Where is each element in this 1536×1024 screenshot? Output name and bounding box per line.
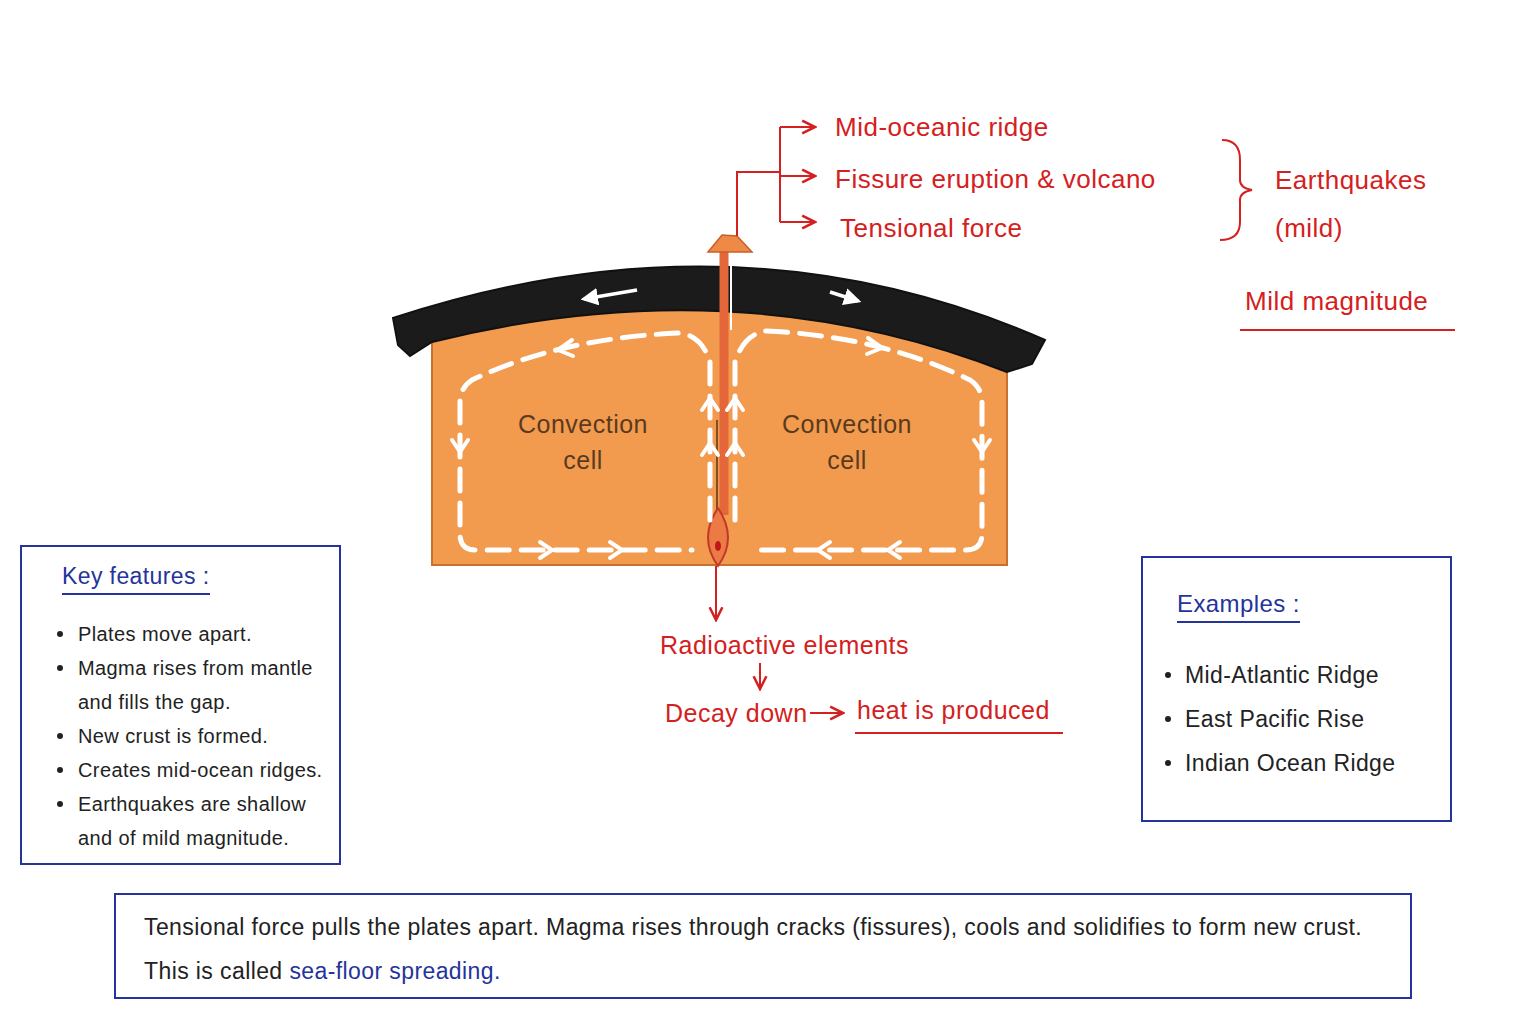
underline (1240, 329, 1455, 331)
flow-chevron (867, 338, 882, 354)
flow-arrow (810, 712, 843, 714)
cell-label: Convection cell (772, 406, 922, 478)
heading-row: Examples : (1177, 588, 1450, 623)
bullet-row: Plates move apart. (22, 617, 339, 651)
leader-arrow (780, 126, 815, 128)
summary-text: Tensional force pulls the plates apart. … (116, 895, 1410, 993)
heat-source-dot (715, 541, 721, 551)
bullet-text: Plates move apart. (78, 623, 252, 645)
key-term: sea-floor spreading. (289, 958, 500, 984)
leader-line (779, 127, 781, 222)
plate-motion-arrow (830, 292, 858, 301)
flow-chevron (727, 398, 743, 410)
heading-row: Key features : (62, 561, 339, 595)
bullet-dot (1165, 760, 1171, 766)
flow-chevron (558, 340, 573, 356)
bullet-text: Creates mid-ocean ridges. (78, 759, 323, 781)
magma-conduit (720, 240, 729, 515)
leader-arrow (780, 175, 815, 177)
rift-gap (730, 255, 732, 330)
bullet-text: East Pacific Rise (1185, 706, 1364, 732)
bullet-dot (57, 631, 63, 637)
bullet-row: Earthquakes are shallow and of mild magn… (22, 787, 339, 855)
bullet-row: Indian Ocean Ridge (1143, 741, 1450, 785)
bullet-text: Earthquakes are shallow and of mild magn… (78, 793, 306, 849)
flow-chevron (888, 542, 900, 558)
bullet-row: New crust is formed. (22, 719, 339, 753)
plate-motion-arrow (584, 290, 637, 299)
bullet-dot (57, 767, 63, 773)
flow-chevron (727, 443, 743, 455)
flow-chevron (452, 440, 468, 452)
bullet-text: Indian Ocean Ridge (1185, 750, 1396, 776)
bullet-text: New crust is formed. (78, 725, 268, 747)
annotation-text: Tensional force (840, 211, 1140, 245)
flow-chevron (818, 542, 830, 558)
bullet-row: Mid-Atlantic Ridge (1143, 653, 1450, 697)
annotation-text: Mild magnitude (1245, 284, 1485, 318)
flow-arrow (759, 663, 761, 689)
box-heading: Examples : (1177, 588, 1300, 623)
bullet-row: East Pacific Rise (1143, 697, 1450, 741)
box-heading: Key features : (62, 561, 210, 595)
bullet-dot (57, 733, 63, 739)
bullet-text: Magma rises from mantle and fills the ga… (78, 657, 313, 713)
annotation-text: heat is produced (857, 694, 1087, 726)
oceanic-crust (393, 267, 1045, 372)
curly-brace (1220, 140, 1252, 240)
annotation-text: Mid-oceanic ridge (835, 110, 1195, 144)
flow-chevron (974, 440, 990, 452)
leader-line (737, 172, 780, 236)
bullet-text: Mid-Atlantic Ridge (1185, 662, 1379, 688)
flow-chevron (702, 443, 718, 455)
bullet-row: Magma rises from mantle and fills the ga… (22, 651, 339, 719)
flow-chevron (610, 542, 622, 558)
flow-chevrons (452, 338, 990, 558)
annotation-text: Fissure eruption & volcano (835, 162, 1215, 196)
crack-line (716, 420, 718, 510)
key-features-box: Key features : Plates move apart. Magma ri… (20, 545, 341, 865)
examples-box: Examples : Mid-Atlantic RidgeEast Pacific… (1141, 556, 1452, 822)
flow-chevron (540, 542, 552, 558)
summary-box: Tensional force pulls the plates apart. … (114, 893, 1412, 999)
bullet-dot (57, 665, 63, 671)
annotation-text: Decay down (665, 697, 815, 729)
ridge-peak (708, 235, 752, 252)
bullet-dot (1165, 672, 1171, 678)
bullet-dot (1165, 716, 1171, 722)
bullet-row: Creates mid-ocean ridges. (22, 753, 339, 787)
underline (855, 732, 1063, 734)
bullet-dot (57, 801, 63, 807)
leader-line (715, 566, 717, 620)
cell-label: Convection cell (508, 406, 658, 478)
annotation-text: Radioactive elements (660, 629, 940, 661)
convection-loop (460, 333, 710, 550)
annotation-text: Earthquakes (mild) (1275, 156, 1445, 252)
flow-chevron (702, 398, 718, 410)
convection-loop (735, 331, 982, 550)
leader-arrow (780, 221, 815, 223)
